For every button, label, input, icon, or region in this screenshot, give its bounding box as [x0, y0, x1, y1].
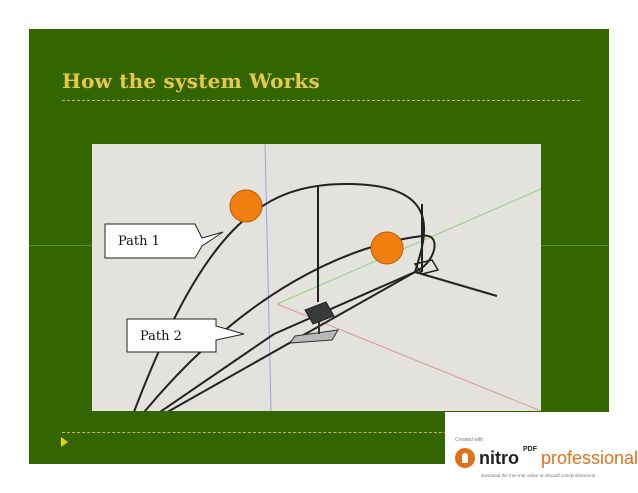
diagram-canvas: Path 1 Path 2	[104, 144, 541, 411]
pole-base	[413, 259, 440, 275]
nitro-product-text: professional	[541, 448, 638, 468]
solar-panel-icon	[288, 301, 339, 344]
nitro-brand-text: nitro	[479, 448, 519, 468]
nitro-logo-icon	[455, 448, 475, 468]
red-axis	[276, 303, 541, 411]
path-2-callout: Path 2	[126, 318, 245, 353]
nitro-download-text: download the free trial online at nitrop…	[481, 473, 596, 478]
blue-axis	[264, 144, 272, 411]
created-with-label: Created with	[455, 437, 484, 443]
slide: How the system Works	[29, 29, 609, 464]
title-divider	[62, 100, 580, 101]
system-diagram: Path 1 Path 2	[92, 144, 541, 411]
path-1-label: Path 1	[118, 234, 160, 249]
sun-icon-2	[370, 231, 404, 265]
ground-line	[414, 271, 498, 297]
projection-line-right	[273, 271, 416, 335]
path-2-label: Path 2	[140, 329, 182, 344]
sun-icon	[229, 189, 263, 223]
bullet-arrow-icon	[61, 437, 68, 447]
projection-line-panel	[159, 333, 275, 411]
path-1-arc	[133, 182, 426, 411]
footer-divider	[62, 432, 467, 433]
path-1-callout: Path 1	[104, 223, 224, 259]
nitro-watermark: Created with nitro PDF professional down…	[445, 412, 638, 493]
green-axis	[276, 188, 541, 305]
projection-line-top	[167, 271, 416, 411]
slide-title: How the system Works	[62, 69, 320, 93]
nitro-pdf-superscript: PDF	[523, 446, 537, 453]
